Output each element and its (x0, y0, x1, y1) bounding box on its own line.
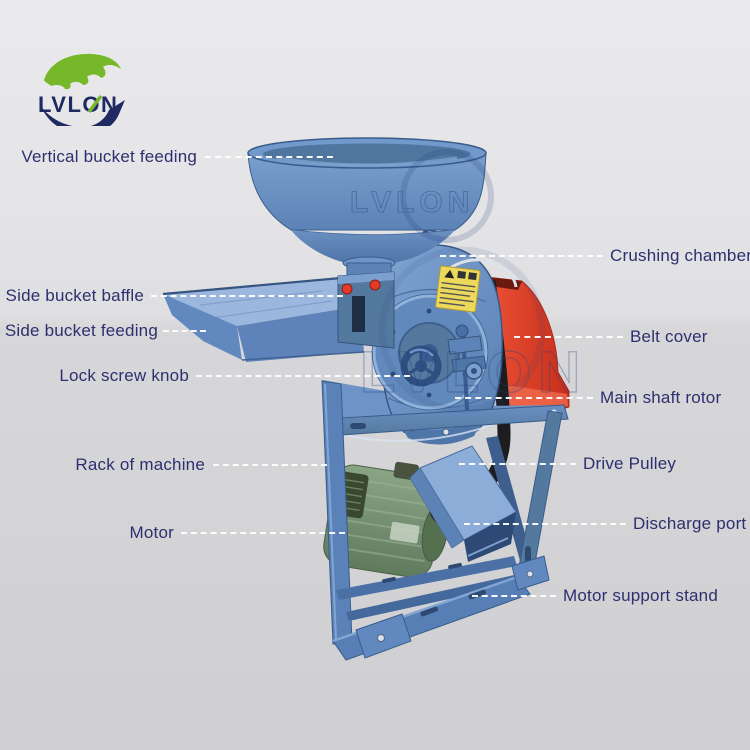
watermark-chamber: LVLON (359, 246, 587, 414)
crushing-chamber (337, 227, 518, 445)
svg-text:LVLON: LVLON (350, 186, 474, 219)
motor-support-stand (346, 574, 522, 621)
watermark-hopper: LVLON (349, 149, 494, 243)
leader-rack-of-machine (213, 464, 327, 466)
label-main-shaft-rotor: Main shaft rotor (600, 388, 722, 407)
label-discharge-port: Discharge port (633, 514, 747, 533)
discharge-port (409, 445, 517, 562)
leader-belt-cover (514, 336, 623, 338)
brand-logo: LVLON (38, 53, 125, 126)
label-drive-pulley: Drive Pulley (583, 454, 677, 473)
logo-o-accent (87, 94, 103, 114)
leader-discharge-port (464, 523, 626, 525)
leader-motor-support-stand (472, 595, 556, 597)
label-crushing-chamber: Crushing chamber (610, 246, 750, 265)
logo-leaf-arc (44, 53, 121, 90)
label-motor-support-stand: Motor support stand (563, 586, 718, 605)
side-bucket-feeding-tray (162, 275, 365, 362)
label-motor: Motor (129, 523, 174, 542)
side-bucket-baffle (337, 271, 395, 349)
leader-crushing-chamber (440, 255, 603, 257)
label-belt-cover: Belt cover (630, 327, 708, 346)
cable (449, 258, 518, 288)
lock-screw-knob (400, 345, 442, 387)
label-side-bucket-baffle: Side bucket baffle (5, 286, 144, 305)
leader-motor (181, 532, 345, 534)
leader-main-shaft-rotor (455, 397, 593, 399)
leader-side-bucket-feeding (163, 330, 206, 332)
leader-vertical-bucket-feeding (205, 156, 333, 158)
warning-label (435, 265, 481, 313)
motor-support-stand (336, 556, 517, 600)
logo-text: LVLON (38, 92, 118, 117)
baffle-knob (341, 283, 353, 295)
leader-side-bucket-baffle (151, 295, 343, 297)
label-vertical-bucket-feeding: Vertical bucket feeding (21, 147, 197, 166)
vertical-feeding-hopper: LVLON (247, 137, 494, 302)
motor-nameplate (389, 521, 420, 544)
label-side-bucket-feeding: Side bucket feeding (4, 321, 158, 340)
leader-lock-screw-knob (196, 375, 410, 377)
leader-drive-pulley (459, 463, 576, 465)
baffle-knob (369, 279, 381, 291)
label-rack-of-machine: Rack of machine (75, 455, 205, 474)
svg-text:LVLON: LVLON (360, 340, 587, 405)
label-lock-screw-knob: Lock screw knob (59, 366, 189, 385)
logo-swoosh-arrow (41, 100, 125, 126)
